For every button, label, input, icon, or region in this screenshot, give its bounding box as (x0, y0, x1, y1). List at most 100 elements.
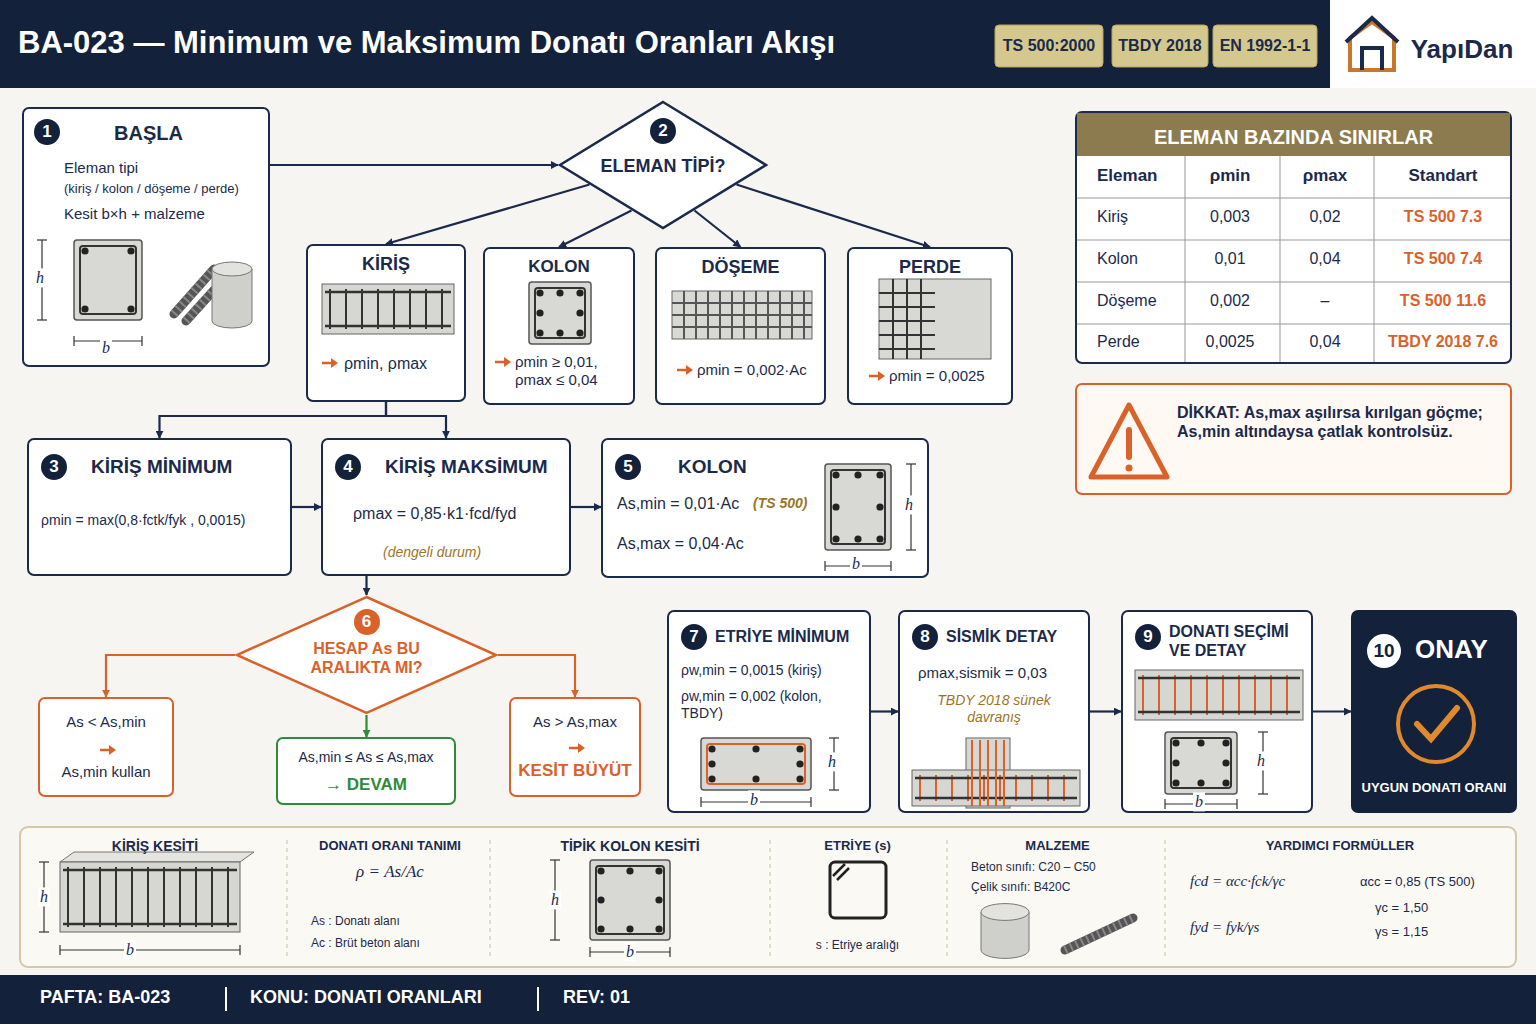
dimension-label: h (38, 887, 50, 906)
longitudinal-bar (325, 325, 451, 328)
cylinder-top (212, 262, 252, 276)
result-box: As < As,minAs,min kullan (38, 697, 174, 797)
stirrup-leg (1206, 675, 1208, 715)
warning-box: DİKKAT: As,max aşılırsa kırılgan göçme; … (1075, 383, 1512, 495)
start-box: 1BAŞLAEleman tipi(kiriş / kolon / döşeme… (22, 107, 270, 367)
table-rule (1077, 282, 1510, 283)
cylinder-top (981, 904, 1029, 921)
node-text: Çelik sınıfı: B420C (971, 880, 1070, 894)
rebar-dot (655, 867, 662, 874)
table-header-band (1077, 113, 1510, 156)
table-cell: Perde (1097, 332, 1140, 351)
rebar-dot (876, 503, 883, 510)
rebar-dot (556, 329, 563, 336)
node-text: ρw,min = 0,002 (kolon, TBDY) (681, 688, 861, 722)
rebar-dot (536, 329, 543, 336)
node-text: ρw,min = 0,0015 (kiriş) (681, 662, 822, 679)
flow-connector (365, 715, 367, 737)
callout-number: 5 (615, 454, 641, 480)
node-text: ρmin, ρmax (344, 354, 427, 373)
node-text: As,min kullan (61, 763, 150, 781)
rebar-dot (1197, 739, 1204, 746)
dimension-label: b (1193, 792, 1205, 811)
stirrup-leg (441, 289, 443, 329)
node-text: As,max = 0,04·Ac (617, 534, 744, 553)
dimension-label: b (748, 790, 760, 809)
node-text: TBDY 2018 sünek davranış (919, 692, 1069, 726)
flow-connector (1313, 710, 1351, 712)
rebar-dot (832, 503, 839, 510)
stirrup-symbol (830, 862, 886, 918)
rebar-dot (127, 305, 134, 312)
stirrup-leg (1142, 675, 1144, 715)
callout-number: 4 (335, 454, 361, 480)
mesh-bar (879, 348, 935, 350)
reference-section: DONATI ORANI TANIMIρ = As/AcAs : Donatı … (295, 832, 485, 967)
stirrup-leg (1254, 675, 1256, 715)
table-cell: 0,01 (1214, 249, 1245, 268)
node-text: As : Donatı alanı (311, 914, 400, 928)
small-arrow (677, 365, 693, 375)
column-bar (1003, 740, 1005, 806)
warning-bar (1126, 430, 1132, 457)
callout-number: 9 (1135, 624, 1161, 650)
node-heading: YARDIMCI FORMÜLLER (1266, 838, 1414, 854)
table-cell: Kolon (1097, 249, 1138, 268)
decision-diamond: 6HESAP As BU ARALIKTA MI? (235, 595, 498, 715)
stirrup-leg (361, 289, 363, 329)
rebar-dot (81, 247, 88, 254)
beam-body (1135, 670, 1303, 720)
table-cell: Döşeme (1097, 291, 1157, 310)
rebar-dot (796, 745, 803, 752)
standard-badge (995, 25, 1103, 67)
node-heading: HESAP As BU ARALIKTA MI? (287, 639, 447, 677)
element-box: DÖŞEMEρmin = 0,002·Ac (655, 247, 826, 405)
rebar-dot (1222, 739, 1229, 746)
rebar-dot (1197, 779, 1204, 786)
node-text: (kiriş / kolon / döşeme / perde) (64, 181, 239, 197)
stirrup-leg (1222, 675, 1224, 715)
column-bar (995, 740, 997, 806)
longitudinal-bar (1138, 677, 1300, 680)
callout-number: 6 (354, 609, 380, 635)
rebar-dot (81, 305, 88, 312)
dimension-label: h (826, 752, 838, 771)
stirrup-leg (425, 289, 427, 329)
table-cell: ρmax (1303, 166, 1348, 186)
check-mark (1417, 708, 1457, 739)
process-box: 8SİSMİK DETAYρmax,sismik = 0,03TBDY 2018… (898, 610, 1090, 813)
callout-number: 1 (34, 119, 60, 145)
flow-connector (498, 655, 575, 697)
page-title: BA-023 — Minimum ve Maksimum Donatı Oran… (18, 24, 835, 61)
concrete-section (701, 738, 811, 790)
decision-diamond: 2ELEMAN TİPİ? (558, 100, 768, 230)
header-bar (0, 0, 1536, 88)
diamond-outline (560, 102, 766, 228)
rebar-dot (597, 867, 604, 874)
concrete-section (590, 860, 670, 940)
node-heading: As > As,max (533, 713, 617, 731)
beam-body (60, 862, 240, 932)
dimension-label: b (124, 940, 136, 959)
dimension-label: h (903, 495, 915, 514)
dimension-line (39, 862, 49, 932)
stirrup-leg (1190, 675, 1192, 715)
rebar-dot (597, 896, 604, 903)
flow-connector (737, 185, 931, 248)
approval-box: 10ONAYUYGUN DONATI ORANI (1351, 610, 1517, 813)
node-text: (TS 500) (753, 495, 807, 512)
node-heading: ETRİYE (s) (824, 838, 890, 854)
node-heading: KİRİŞ MİNİMUM (91, 456, 232, 479)
callout-number: 3 (41, 454, 67, 480)
node-heading: As,min ≤ As ≤ As,max (298, 749, 433, 766)
flow-connector (871, 710, 898, 712)
table-rule (1185, 156, 1186, 362)
mesh-bar (879, 306, 935, 308)
standard-badge: EN 1992-1-1 (1220, 36, 1311, 55)
stirrup (80, 246, 136, 314)
footer-text: PAFTA: BA-023 (40, 987, 170, 1009)
standard-badge: TS 500:2000 (1003, 36, 1096, 55)
table-cell: Eleman (1097, 166, 1157, 186)
process-box: 7ETRİYE MİNİMUMρw,min = 0,0015 (kiriş)ρw… (667, 610, 871, 813)
